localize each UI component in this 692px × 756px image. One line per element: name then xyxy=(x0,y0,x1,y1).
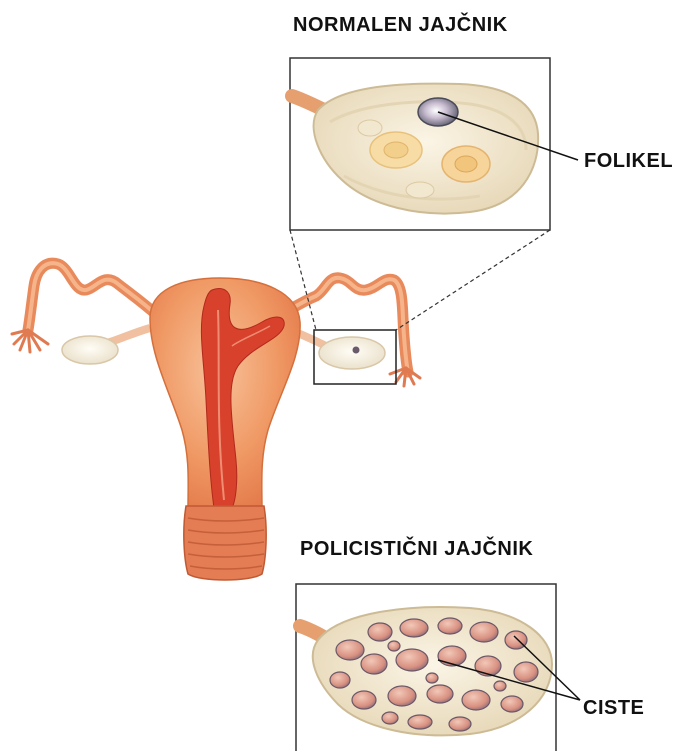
zoom-line-right xyxy=(396,230,550,330)
right-ovary xyxy=(319,337,385,369)
follicle-label: FOLIKEL xyxy=(584,150,673,173)
normal-ovary-title: NORMALEN JAJČNIK xyxy=(293,14,508,37)
normal-ovary-panel xyxy=(290,58,578,230)
polycystic-ovary-title: POLICISTIČNI JAJČNIK xyxy=(300,538,533,561)
left-ovary xyxy=(62,336,118,364)
left-fallopian-tube xyxy=(28,263,158,330)
left-fimbriae xyxy=(12,330,48,352)
cysts-label: CISTE xyxy=(583,697,644,720)
uterus-illustration xyxy=(12,263,420,580)
polycystic-ovary-panel xyxy=(296,584,580,751)
